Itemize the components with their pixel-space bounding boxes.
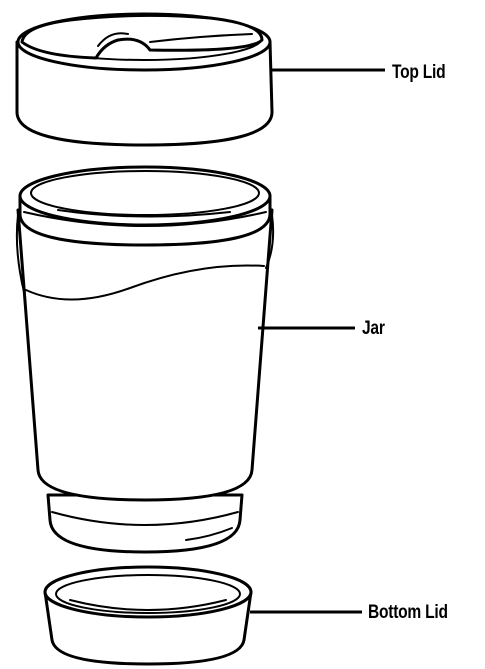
- bottom-lid-illustration: [45, 567, 251, 664]
- top-lid-illustration: [17, 14, 272, 145]
- jar-label: Jar: [362, 318, 385, 340]
- bottom-lid-label: Bottom Lid: [368, 602, 448, 624]
- top-lid-label: Top Lid: [392, 62, 445, 84]
- jar-illustration: [17, 167, 273, 552]
